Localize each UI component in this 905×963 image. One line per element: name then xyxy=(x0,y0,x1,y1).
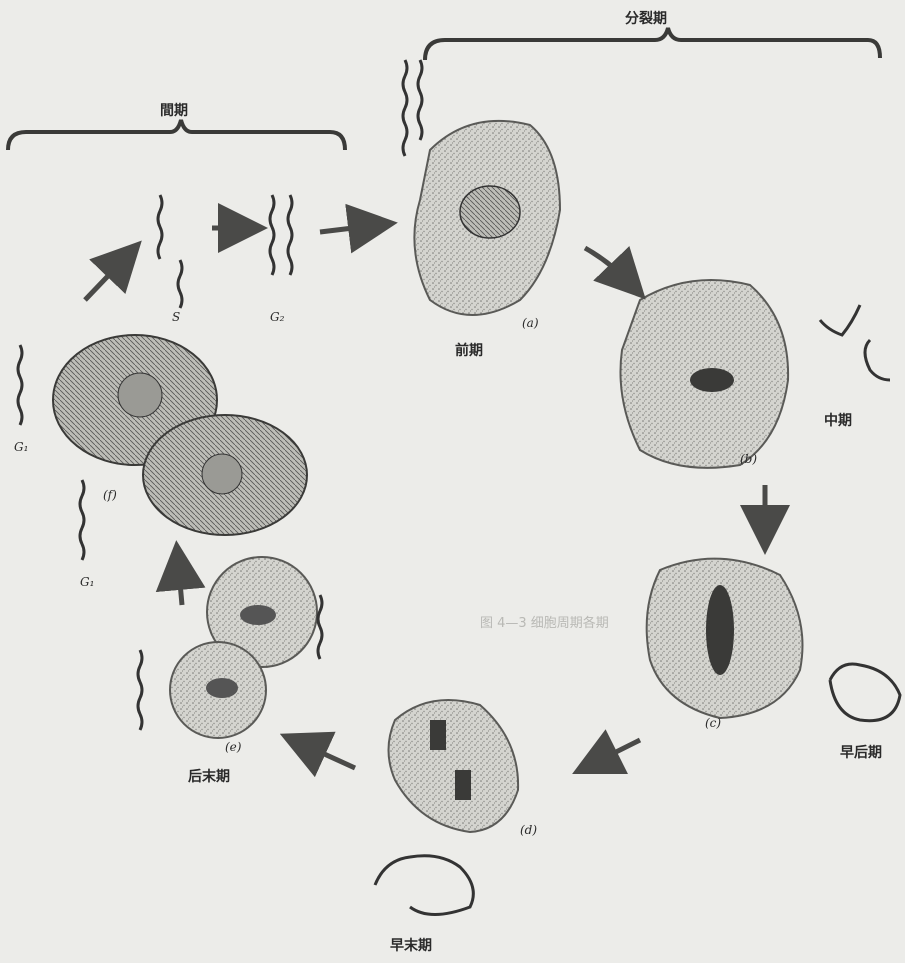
cell-early-anaphase xyxy=(647,559,803,718)
panel-a: (a) xyxy=(522,316,539,330)
background-caption: 图 4—3 细胞周期各期 xyxy=(480,612,609,631)
panel-b: (b) xyxy=(740,452,757,466)
label-metaphase: 中期 xyxy=(824,410,852,430)
panel-d: (d) xyxy=(520,823,537,837)
label-telophase: 后末期 xyxy=(188,766,230,786)
cell-late-anaphase xyxy=(389,700,519,832)
cell-prophase xyxy=(414,121,560,315)
panel-f: (f) xyxy=(103,488,117,502)
cell-daughter-pair xyxy=(53,335,307,535)
label-prophase: 前期 xyxy=(455,340,483,360)
cell-metaphase xyxy=(620,280,788,468)
dna-label-g2: G₂ xyxy=(270,310,284,324)
label-early-anaphase: 早后期 xyxy=(840,742,882,762)
dna-label-g1-lower: G₁ xyxy=(80,575,94,589)
label-late-anaphase: 早末期 xyxy=(390,935,432,955)
dna-label-g1: G₁ xyxy=(14,440,28,454)
label-interphase: 間期 xyxy=(160,100,188,120)
division-brace xyxy=(425,28,880,60)
panel-c: (c) xyxy=(705,716,721,730)
panel-e: (e) xyxy=(225,740,241,754)
dna-label-s: S xyxy=(172,310,180,324)
cell-telophase xyxy=(170,557,317,738)
interphase-brace xyxy=(8,120,345,150)
label-division-phase: 分裂期 xyxy=(625,8,667,28)
